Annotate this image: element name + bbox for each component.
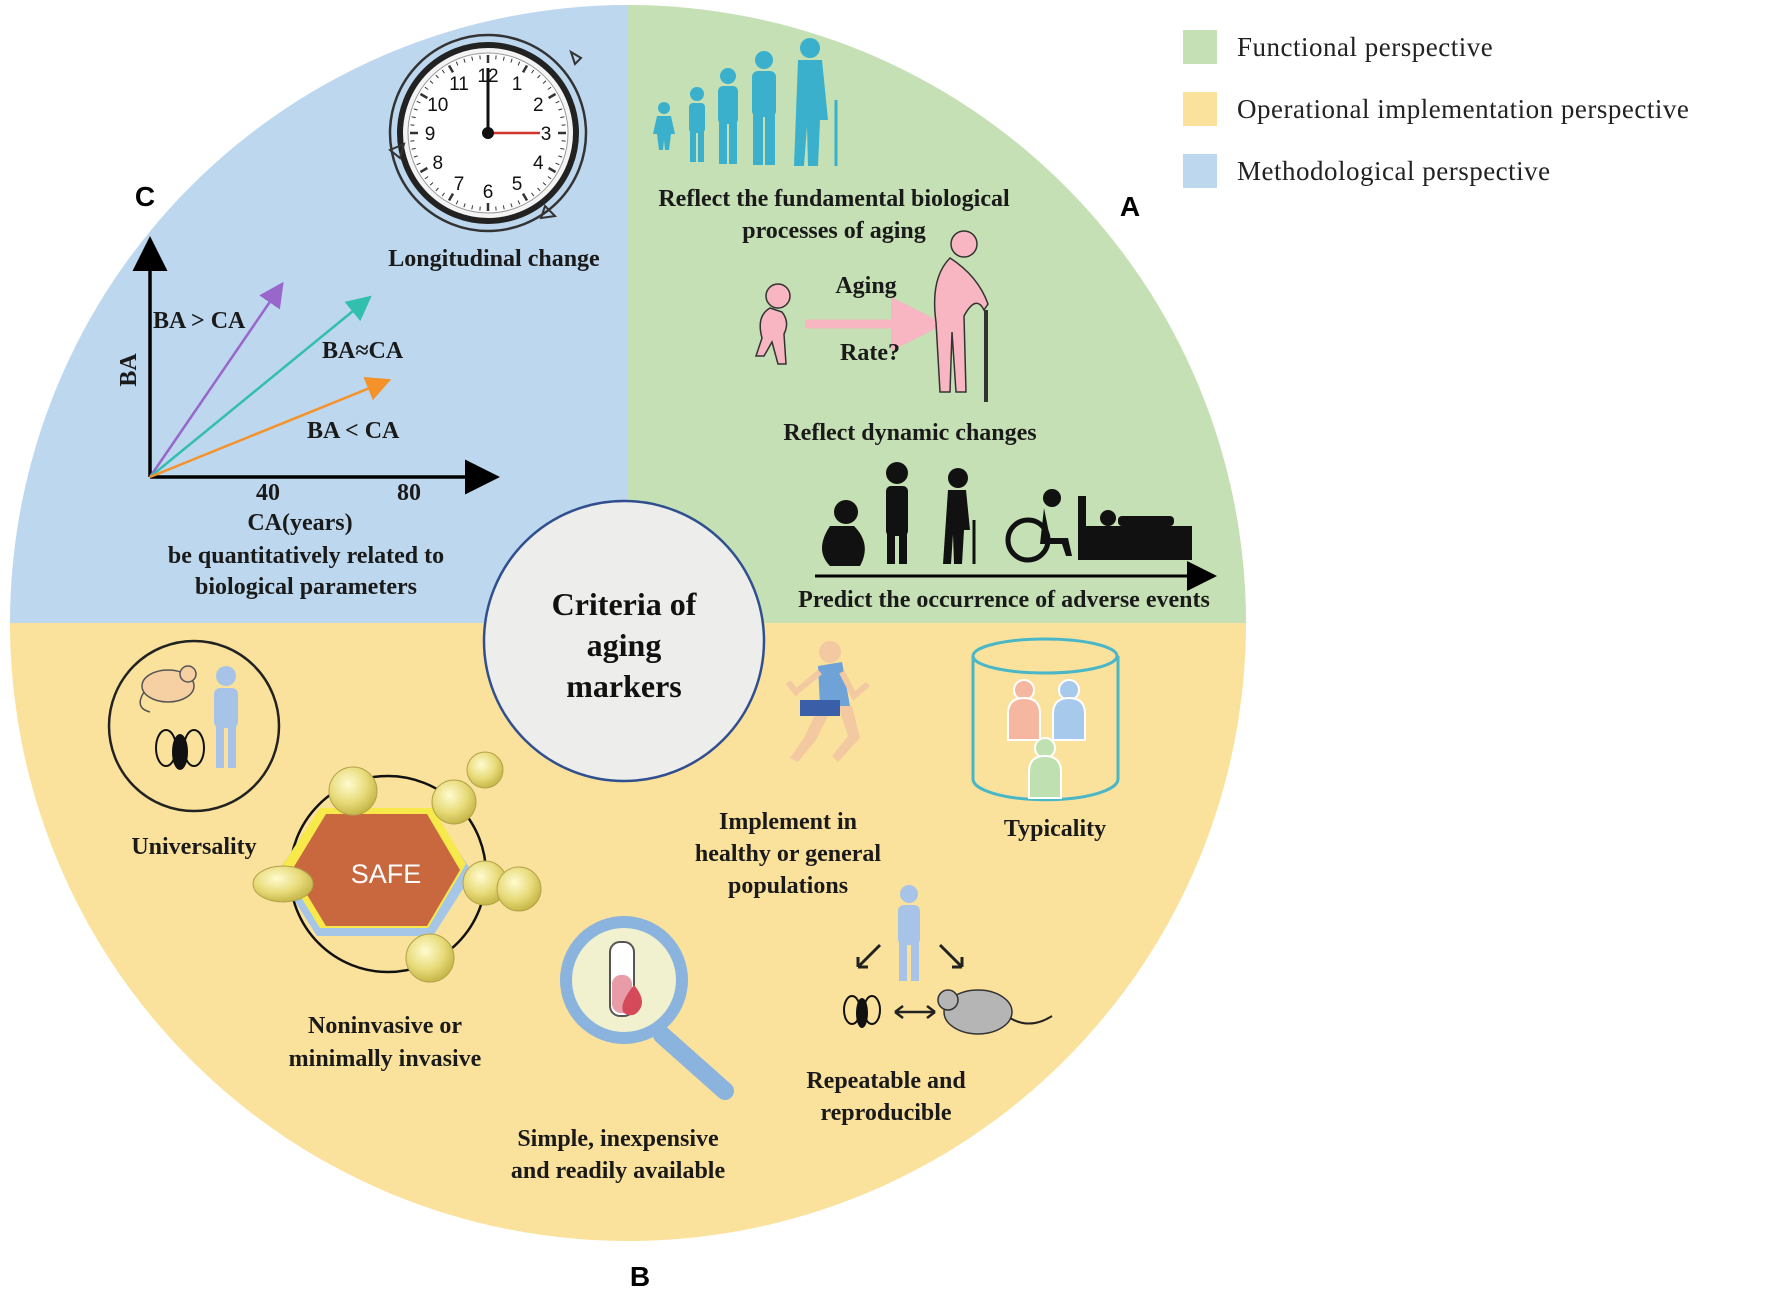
section-label-a: A: [1120, 191, 1140, 222]
typicality-label: Typicality: [1004, 816, 1106, 842]
quantitative-label-line1: be quantitatively related to: [168, 543, 444, 569]
ba-gt-ca-label: BA > CA: [153, 308, 246, 334]
x-tick-80: 80: [397, 480, 421, 506]
clock-number: 8: [432, 153, 443, 174]
noninvasive-label-line1: Noninvasive or: [308, 1013, 462, 1039]
dynamic-changes-label: Reflect dynamic changes: [783, 420, 1036, 446]
x-tick-40: 40: [256, 480, 280, 506]
legend-label-operational: Operational implementation perspective: [1237, 94, 1689, 125]
legend-item-methodological: Methodological perspective: [1183, 154, 1689, 188]
clock-number: 4: [533, 153, 544, 174]
longitudinal-label: Longitudinal change: [388, 246, 600, 272]
quantitative-label-line2: biological parameters: [195, 574, 417, 600]
typicality-cylinder-icon: [973, 639, 1118, 800]
implement-label-line3: populations: [728, 873, 848, 899]
aging-label: Aging: [835, 273, 896, 299]
rate-label: Rate?: [840, 340, 900, 366]
noninvasive-label-line2: minimally invasive: [289, 1046, 482, 1072]
simple-inexpensive-line1: Simple, inexpensive: [517, 1126, 719, 1152]
legend-item-operational: Operational implementation perspective: [1183, 92, 1689, 126]
clock-number: 1: [512, 74, 523, 95]
legend: Functional perspective Operational imple…: [1183, 30, 1689, 216]
clock-number: 9: [425, 124, 436, 145]
fundamental-processes-line1: Reflect the fundamental biological: [658, 186, 1010, 212]
legend-label-functional: Functional perspective: [1237, 32, 1493, 63]
repeatable-label-line1: Repeatable and: [806, 1068, 966, 1094]
safe-label: SAFE: [351, 859, 422, 889]
ba-lt-ca-label: BA < CA: [307, 418, 400, 444]
clock-number: 7: [454, 174, 465, 195]
section-label-b: B: [630, 1261, 650, 1291]
legend-label-methodological: Methodological perspective: [1237, 156, 1551, 187]
center-title-line3: markers: [566, 668, 682, 704]
ba-approx-ca-label: BA≈CA: [322, 338, 404, 364]
section-label-c: C: [135, 181, 155, 212]
clock-number: 11: [449, 74, 469, 95]
clock-number: 5: [512, 174, 523, 195]
legend-swatch-functional: [1183, 30, 1217, 64]
center-title-line1: Criteria of: [552, 586, 697, 622]
x-axis-label: CA(years): [247, 510, 352, 536]
legend-swatch-methodological: [1183, 154, 1217, 188]
adverse-events-label: Predict the occurrence of adverse events: [798, 587, 1210, 613]
clock-number: 10: [427, 95, 448, 116]
fundamental-processes-line2: processes of aging: [742, 218, 926, 244]
clock-icon: 121234567891011: [390, 35, 586, 231]
simple-inexpensive-line2: and readily available: [511, 1158, 726, 1184]
clock-number: 3: [541, 124, 552, 145]
legend-item-functional: Functional perspective: [1183, 30, 1689, 64]
y-axis-label: BA: [116, 353, 142, 387]
clock-number: 6: [483, 182, 494, 203]
center-title-line2: aging: [587, 627, 662, 663]
implement-label-line2: healthy or general: [695, 841, 882, 867]
legend-swatch-operational: [1183, 92, 1217, 126]
universality-label: Universality: [131, 834, 256, 860]
implement-label-line1: Implement in: [719, 809, 857, 835]
clock-number: 2: [533, 95, 544, 116]
repeatable-label-line2: reproducible: [820, 1100, 951, 1126]
